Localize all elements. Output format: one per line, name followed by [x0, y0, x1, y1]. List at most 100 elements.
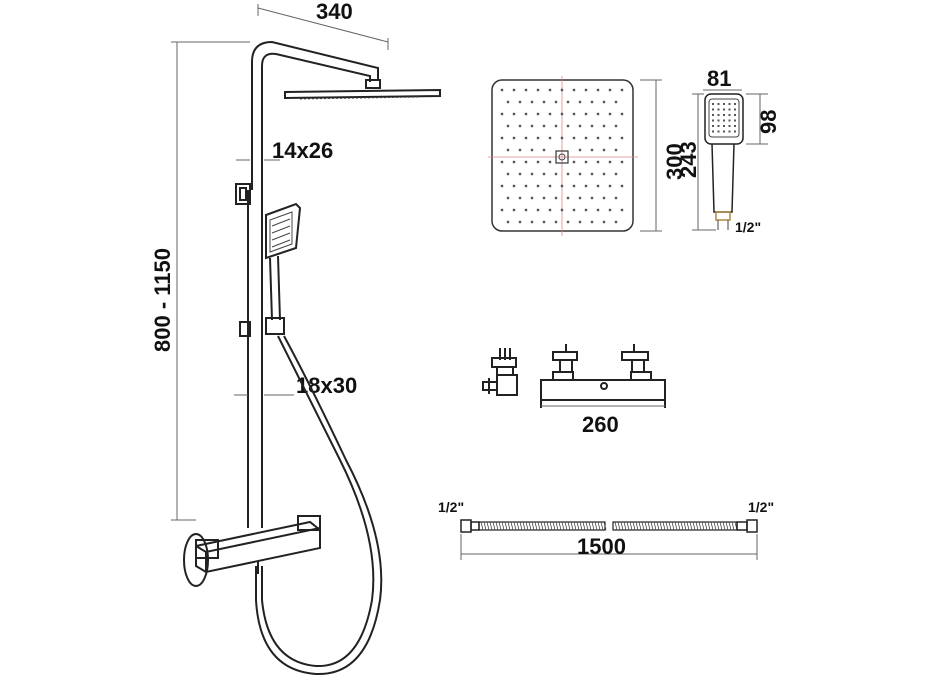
hand-nozzle-dot — [717, 108, 720, 111]
nozzle-dot — [554, 196, 558, 200]
hose-rib — [498, 521, 502, 531]
hose-rib — [668, 521, 672, 531]
hand-nozzle-dot — [734, 130, 736, 133]
nozzle-dot — [536, 136, 540, 140]
nozzle-dot — [506, 172, 510, 176]
hose-rib — [728, 521, 732, 531]
nozzle-dot — [500, 184, 504, 188]
hose-rib — [662, 521, 666, 531]
nozzle-dot — [584, 160, 588, 164]
nozzle-dot — [566, 100, 570, 104]
nozzle-dot — [602, 100, 606, 104]
hose-rib — [564, 521, 568, 531]
nozzle-dot — [620, 208, 624, 212]
nozzle-dot — [506, 148, 510, 152]
hose-rib — [537, 521, 541, 531]
nozzle-dot — [500, 112, 504, 116]
hose-rib — [716, 521, 720, 531]
nozzle-dot — [512, 184, 516, 188]
upper-slider-bracket — [235, 183, 251, 205]
nozzle-dot — [596, 112, 600, 116]
nozzle-dot — [512, 112, 516, 116]
nozzle-dot — [530, 100, 534, 104]
nozzle-dot — [590, 196, 594, 200]
hand-thread-label: 1/2" — [735, 219, 761, 235]
hose-rib — [570, 521, 574, 531]
hand-nozzle-dot — [728, 108, 731, 111]
hand-nozzle-dot — [723, 114, 725, 116]
hand-nozzle-dot — [734, 125, 736, 127]
hand-nozzle-dot — [712, 125, 714, 127]
hose-rib — [492, 521, 496, 531]
nozzle-dot — [506, 100, 510, 104]
hose-segment-right — [612, 521, 738, 531]
nozzle-dot — [560, 88, 564, 92]
nozzle-dot — [578, 148, 582, 152]
hose-rib — [552, 521, 556, 531]
nozzle-dot — [542, 124, 546, 128]
hand-nozzle-dot — [712, 119, 714, 122]
shower-head-side — [284, 88, 441, 100]
nozzle-dot — [596, 160, 600, 164]
hose-rib — [519, 521, 523, 531]
nozzle-dot — [566, 196, 570, 200]
hose-thread-left-label: 1/2" — [438, 499, 464, 515]
nozzle-dot — [620, 184, 624, 188]
hose-rib — [573, 521, 577, 531]
hose-rib — [558, 521, 562, 531]
hose-rib — [689, 521, 693, 531]
hose-rib — [719, 521, 723, 531]
hose-rib — [665, 521, 669, 531]
nozzle-dot — [518, 172, 522, 176]
hose-rib — [731, 521, 735, 531]
hose-rib — [617, 521, 621, 531]
nozzle-dot — [548, 88, 552, 92]
nozzle-dot — [524, 160, 528, 164]
hand-nozzle-dot — [717, 114, 720, 116]
nozzle-dot — [572, 112, 576, 116]
upper-riser — [251, 40, 379, 190]
nozzle-dot — [566, 220, 570, 224]
hand-nozzle-dot — [734, 119, 736, 122]
nozzle-dot — [500, 88, 504, 92]
nozzle-dot — [590, 124, 594, 128]
hand-nozzle-dot — [723, 119, 725, 122]
hose-rib — [632, 521, 636, 531]
nozzle-dot — [536, 88, 540, 92]
hose-rib — [495, 521, 499, 531]
hose-rib — [561, 521, 565, 531]
hose-rib — [549, 521, 553, 531]
nozzle-dot — [524, 184, 528, 188]
hose-rib — [722, 521, 726, 531]
hand-nozzle-dot — [717, 119, 720, 122]
hose-rib — [713, 521, 717, 531]
nozzle-dot — [608, 112, 612, 116]
hose-rib — [710, 521, 714, 531]
nozzle-dot — [500, 208, 504, 212]
hose-rib — [510, 521, 514, 531]
nozzle-dot — [518, 148, 522, 152]
nozzle-dot — [596, 184, 600, 188]
hand-nozzle-dot — [717, 125, 720, 127]
hose-rib — [683, 521, 687, 531]
nozzle-dot — [584, 136, 588, 140]
lower-slider-bracket — [239, 321, 251, 337]
nozzle-dot — [554, 172, 558, 176]
hand-nozzle-dot — [728, 103, 731, 105]
nozzle-dot — [572, 136, 576, 140]
hose-rib — [522, 521, 526, 531]
nozzle-dot — [578, 100, 582, 104]
hose-rib — [704, 521, 708, 531]
hose-rib — [546, 521, 550, 531]
shower-head-top-view: 300 — [488, 76, 687, 236]
nozzle-dot — [578, 172, 582, 176]
hose-thread-right-label: 1/2" — [748, 499, 774, 515]
hand-nozzle-dot — [717, 103, 720, 105]
shower-column: 340 800 - 1150 14x26 — [150, 0, 441, 676]
nozzle-dot — [608, 160, 612, 164]
hose-rib — [686, 521, 690, 531]
hose-rib — [540, 521, 544, 531]
hose-rib — [585, 521, 589, 531]
nozzle-dot — [518, 196, 522, 200]
nozzle-dot — [536, 184, 540, 188]
